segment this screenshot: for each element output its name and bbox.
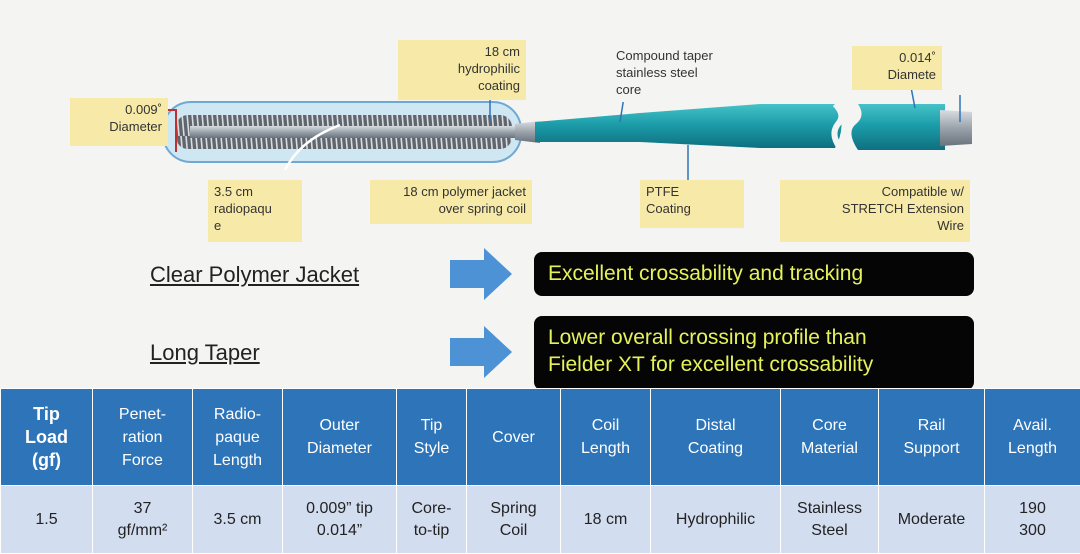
table-header-row: Tip Load (gf) Penet- ration Force Radio-… (0, 388, 1080, 486)
arrow-right-icon (450, 248, 512, 300)
compound-taper-core (535, 104, 842, 148)
benefit-crossability: Excellent crossability and tracking (534, 252, 974, 296)
guidewire-diagram (150, 77, 972, 180)
feature-label-long-taper: Long Taper (150, 340, 260, 365)
header-radiopaque-length: Radio- paque Length (192, 388, 283, 486)
header-tip-style: Tip Style (396, 388, 467, 486)
break-left (831, 101, 845, 150)
feature-label-polymer-jacket: Clear Polymer Jacket (150, 262, 360, 287)
cell-radiopaque-length: 3.5 cm (192, 485, 283, 554)
cell-tip-load: 1.5 (0, 485, 93, 554)
header-avail-length: Avail. Length (984, 388, 1080, 486)
header-cover: Cover (466, 388, 561, 486)
callout-proximal-diameter: 0.014˚ Diamete (852, 46, 942, 90)
benefit-crossing-profile: Lower overall crossing profile than Fiel… (534, 316, 974, 390)
cell-cover: Spring Coil (466, 485, 561, 554)
cell-rail-support: Moderate (878, 485, 985, 554)
callout-hydrophilic-coating: 18 cm hydrophilic coating (398, 40, 526, 100)
callout-hydrophilic-text: 18 cm hydrophilic coating (457, 44, 520, 93)
callout-proximal-diameter-text: 0.014˚ Diamete (887, 50, 936, 82)
table-row: 1.5 37 gf/mm² 3.5 cm 0.009” tip 0.014” C… (0, 485, 1080, 554)
callout-compatible: Compatible w/ STRETCH Extension Wire (780, 180, 970, 242)
cell-avail-length: 190 300 (984, 485, 1080, 554)
header-core-material: Core Material (780, 388, 879, 486)
cell-coil-length: 18 cm (560, 485, 651, 554)
proximal-segment (851, 104, 945, 150)
callout-radiopaque-text: 3.5 cm radiopaqu e (214, 184, 272, 233)
benefit-crossing-profile-line-1: Lower overall crossing profile than (548, 326, 867, 349)
callout-compatible-text: Compatible w/ STRETCH Extension Wire (841, 184, 964, 233)
callout-tip-diameter-text: 0.009˚ Diameter (109, 102, 162, 134)
header-penetration-force: Penet- ration Force (92, 388, 193, 486)
callout-tip-diameter: 0.009˚ Diameter (70, 98, 168, 146)
header-outer-diameter: Outer Diameter (282, 388, 397, 486)
header-rail-support: Rail Support (878, 388, 985, 486)
spec-table: Tip Load (gf) Penet- ration Force Radio-… (0, 388, 1080, 554)
header-tip-load: Tip Load (gf) (0, 388, 93, 486)
callout-polymer-jacket: 18 cm polymer jacket over spring coil (370, 180, 532, 224)
cell-distal-coating: Hydrophilic (650, 485, 781, 554)
callout-ptfe-text: PTFE Coating (646, 184, 691, 216)
callout-core-text: Compound taper stainless steel core (616, 48, 713, 97)
benefit-crossability-line-1: Excellent crossability and tracking (548, 262, 864, 285)
callout-ptfe: PTFE Coating (640, 180, 744, 228)
core-wire-inner (190, 126, 520, 138)
callout-radiopaque: 3.5 cm radiopaqu e (208, 180, 302, 242)
header-distal-coating: Distal Coating (650, 388, 781, 486)
arrow-right-icon (450, 326, 512, 378)
proximal-extension (940, 110, 972, 146)
callout-polymer-jacket-text: 18 cm polymer jacket over spring coil (403, 184, 526, 216)
cell-core-material: Stainless Steel (780, 485, 879, 554)
header-coil-length: Coil Length (560, 388, 651, 486)
cell-tip-style: Core- to-tip (396, 485, 467, 554)
benefit-crossing-profile-line-2: Fielder XT for excellent crossability (548, 353, 874, 376)
callout-core: Compound taper stainless steel core (610, 44, 734, 102)
cell-outer-diameter: 0.009” tip 0.014” (282, 485, 397, 554)
core-taper-grey (515, 121, 540, 143)
cell-penetration-force: 37 gf/mm² (92, 485, 193, 554)
